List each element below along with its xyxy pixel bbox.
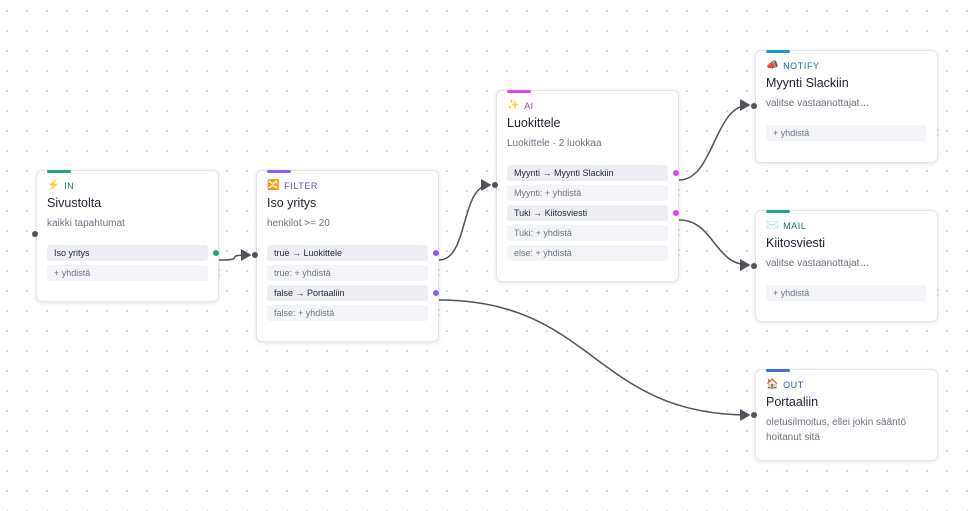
empty-port[interactable] [675,189,680,196]
node-subtitle: oletusilmoitus, ellei jokin sääntö hoita… [766,417,907,443]
node-accent [766,369,790,372]
envelope-icon: ✉️ [766,220,780,231]
node-subtitle: kaikki tapahtumat [47,218,125,229]
node-title: Myynti Slackiin [766,76,849,90]
node-in[interactable]: ⚡ IN Sivustolta kaikki tapahtumat Iso yr… [32,170,220,302]
node-title: Portaaliin [766,395,819,409]
node-title: Luokittele [507,116,561,130]
node-notify[interactable]: 📣 NOTIFY Myynti Slackiin valitse vastaan… [751,50,939,163]
empty-port[interactable] [675,249,680,256]
input-port[interactable] [32,231,38,237]
branch-label: Tuki → Kiitosviesti [514,208,588,218]
branch-row[interactable]: Myynti → Myynti Slackiin [507,165,679,181]
node-subtitle: valitse vastaanottajat… [766,258,870,269]
edge-in-to-filter[interactable] [218,249,252,262]
node-tag-label: IN [64,181,75,191]
node-title: Iso yritys [267,196,317,210]
edge-ai-tuki-to-mail[interactable] [678,219,751,271]
node-tag: 🔀 FILTER [267,180,428,192]
input-port[interactable] [492,182,498,188]
connect-row[interactable]: else: + yhdistä [507,245,680,261]
node-mail[interactable]: ✉️ MAIL Kiitosviesti valitse vastaanotta… [751,210,939,322]
connect-label: else: + yhdistä [514,248,572,258]
empty-port[interactable] [675,229,680,236]
house-icon: 🏠 [766,379,780,390]
connect-row[interactable]: + yhdistä [47,265,220,281]
connect-label: true: + yhdistä [274,268,331,278]
empty-port[interactable] [435,309,440,316]
edge-ai-myynti-to-notify[interactable] [678,99,751,181]
connect-label: Myynti: + yhdistä [514,188,582,198]
connect-row[interactable]: + yhdistä [766,285,939,301]
edge-filter-false-to-out[interactable] [438,299,751,421]
node-tag: ✨ AI [507,100,668,112]
connect-label: + yhdistä [773,128,810,138]
node-accent [267,170,291,173]
connect-label: + yhdistä [54,268,91,278]
shuffle-icon: 🔀 [267,180,281,191]
empty-port[interactable] [934,129,939,136]
output-port[interactable] [213,250,219,256]
node-tag-label: FILTER [284,181,318,191]
branch-label: false → Portaaliin [274,288,345,298]
input-port[interactable] [751,412,757,418]
branch-label: Myynti → Myynti Slackiin [514,168,614,178]
node-accent [47,170,71,173]
connect-label: + yhdistä [773,288,810,298]
node-tag: 🏠 OUT [766,379,927,391]
connect-row[interactable]: Tuki: + yhdistä [507,225,680,241]
input-port[interactable] [751,103,757,109]
branch-label: true → Luokittele [274,248,343,258]
node-ai[interactable]: ✨ AI Luokittele Luokittele · 2 luokkaa M… [492,90,680,282]
connect-row[interactable]: Myynti: + yhdistä [507,185,680,201]
lightning-icon: ⚡ [47,180,61,191]
input-port[interactable] [751,263,757,269]
node-tag: ⚡ IN [47,180,208,192]
node-title: Sivustolta [47,196,102,210]
node-subtitle: valitse vastaanottajat… [766,98,870,109]
output-port[interactable] [433,290,439,296]
branch-row[interactable]: true → Luokittele [267,245,439,261]
branch-label: Iso yritys [54,248,90,258]
node-tag-label: NOTIFY [783,61,820,71]
node-out[interactable]: 🏠 OUT Portaaliin oletusilmoitus, ellei j… [751,369,938,461]
connect-label: Tuki: + yhdistä [514,228,572,238]
output-port[interactable] [433,250,439,256]
branch-row[interactable]: false → Portaaliin [267,285,439,301]
connect-row[interactable]: true: + yhdistä [267,265,440,281]
empty-port[interactable] [435,269,440,276]
node-title: Kiitosviesti [766,236,826,250]
node-tag: 📣 NOTIFY [766,60,927,72]
node-accent [507,90,531,93]
branch-row[interactable]: Iso yritys [47,245,219,261]
connect-label: false: + yhdistä [274,308,335,318]
node-tag-label: AI [524,101,534,111]
node-tag-label: OUT [783,380,804,390]
node-filter[interactable]: 🔀 FILTER Iso yritys henkilot >= 20 true … [252,170,440,342]
output-port[interactable] [673,210,679,216]
input-port[interactable] [252,252,258,258]
node-accent [766,50,790,53]
empty-port[interactable] [934,289,939,296]
megaphone-icon: 📣 [766,60,780,71]
node-subtitle: henkilot >= 20 [267,218,330,229]
node-subtitle: Luokittele · 2 luokkaa [507,138,602,149]
connect-row[interactable]: + yhdistä [766,125,939,141]
node-tag: ✉️ MAIL [766,220,927,232]
edge-filter-true-to-ai[interactable] [438,179,492,261]
output-port[interactable] [673,170,679,176]
empty-port[interactable] [215,269,220,276]
branch-row[interactable]: Tuki → Kiitosviesti [507,205,679,221]
sparkles-icon: ✨ [507,100,521,111]
node-tag-label: MAIL [783,221,807,231]
connect-row[interactable]: false: + yhdistä [267,305,440,321]
node-accent [766,210,790,213]
